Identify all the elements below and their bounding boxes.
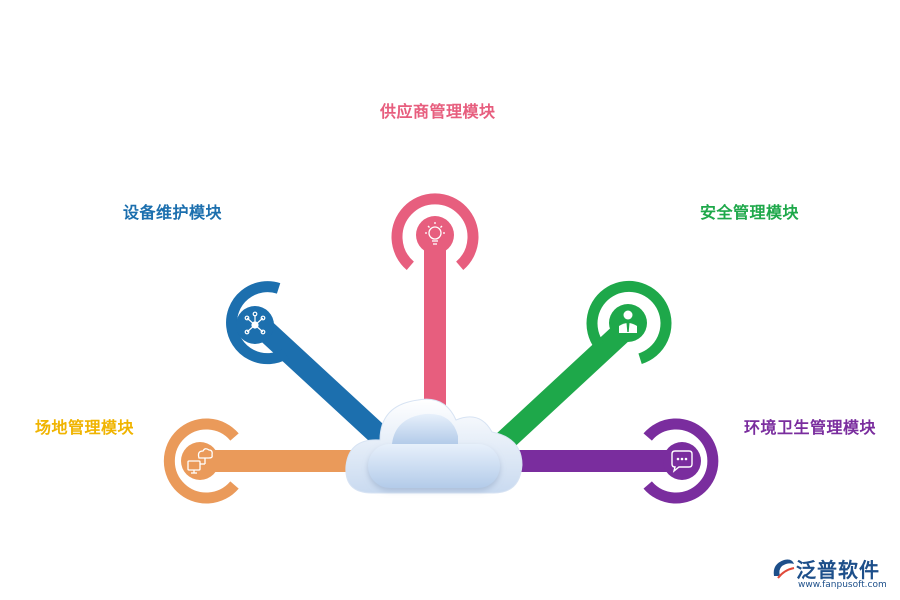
site-module-label: 场地管理模块 bbox=[35, 418, 135, 437]
env-ring bbox=[643, 418, 719, 504]
supplier-icon-bg bbox=[416, 216, 454, 254]
safety-connector bbox=[484, 314, 641, 461]
env-node bbox=[495, 418, 719, 504]
network-nodes-icon bbox=[244, 311, 266, 335]
person-suit-icon bbox=[619, 310, 637, 333]
cloud-icon bbox=[345, 398, 523, 494]
supplier-ring bbox=[391, 193, 479, 270]
equipment-node bbox=[226, 281, 406, 461]
equipment-module-label: 设备维护模块 bbox=[123, 203, 223, 222]
lightbulb-gear-icon bbox=[425, 222, 445, 245]
supplier-module-label: 供应商管理模块 bbox=[380, 102, 496, 121]
env-module-label: 环境卫生管理模块 bbox=[744, 418, 877, 437]
safety-node bbox=[484, 280, 672, 461]
brand-name: 泛普软件 bbox=[796, 558, 880, 582]
safety-ring bbox=[586, 280, 672, 364]
site-node bbox=[163, 418, 372, 504]
chat-bubble-icon bbox=[671, 450, 693, 473]
brand-logo-icon bbox=[773, 559, 795, 579]
cloud-monitor-icon bbox=[187, 448, 213, 474]
safety-module-label: 安全管理模块 bbox=[700, 203, 800, 222]
equipment-ring bbox=[226, 281, 289, 365]
brand-url: www.fanpusoft.com bbox=[798, 580, 887, 590]
site-ring bbox=[163, 418, 239, 504]
equipment-connector bbox=[254, 319, 406, 461]
env-icon-bg bbox=[663, 442, 701, 480]
brand-watermark: 泛普软件 www.fanpusoft.com bbox=[770, 552, 895, 597]
supplier-node bbox=[391, 193, 479, 420]
